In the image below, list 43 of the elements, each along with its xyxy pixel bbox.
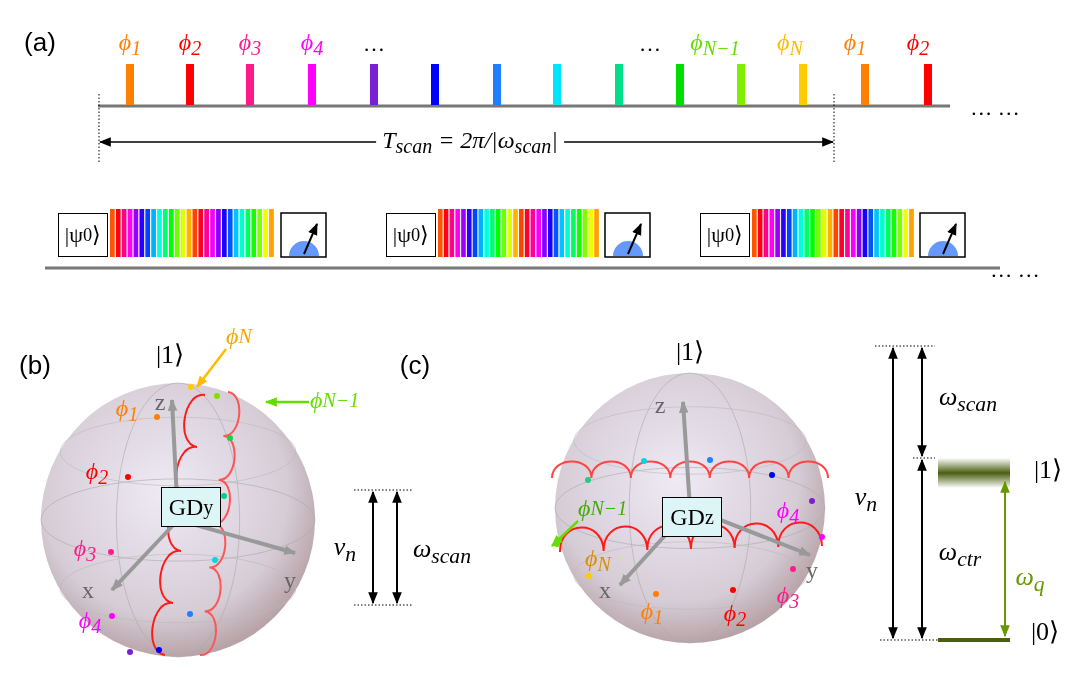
frequency-label: ν$_{n}$ [333,534,357,566]
ellipsis: … [363,33,385,55]
phase-label: ϕ$_{N}$ [585,545,611,575]
phase-label: ϕ$_{2}$ [85,458,109,488]
panel-label: (a) [24,29,56,55]
axis-label: x [82,578,94,602]
panel-label: (b) [19,352,51,378]
phase-label: ϕ$_{4}$ [78,607,102,637]
phase-label: ϕ$_{3}$ [73,535,97,565]
frequency-label: ω$_{scan}$ [412,536,472,568]
phase-label: ϕ$_{2}$ [906,29,930,59]
leader-line [551,520,579,547]
phase-label: ϕ$_{1}$ [115,395,139,425]
phase-label: ϕ$_{2}$ [178,29,202,59]
phase-label: ϕ$_{4}$ [300,29,324,59]
frequency-label: ω$_{scan}$ [938,384,998,416]
leader-line [264,397,309,407]
ellipsis: … [639,33,661,55]
phase-label: ϕ$_{N}$ [777,29,803,59]
axis-label: z [154,390,166,414]
phase-label: ϕ$_{3}$ [238,29,262,59]
axis-label: y [284,568,296,592]
axis-label: y [806,558,818,582]
phase-label: ϕ$_{3}$ [776,582,800,612]
phase-label: ϕ$_{N−1}$ [690,29,740,59]
phase-label: ϕ$_{2}$ [723,600,747,630]
frequency-label: ω$_{ctr}$ [938,539,982,571]
leader-line [196,348,227,388]
state-label: |1⟩ [1033,457,1063,483]
state-label: |0⟩ [1030,619,1060,645]
axis-label: x [599,578,611,602]
phase-label: ϕ$_{1}$ [843,29,867,59]
ellipsis: … … [970,97,1020,119]
frequency-label: ν$_{n}$ [854,484,878,516]
state-label: |1⟩ [675,339,705,365]
phase-label: ϕ$_{4}$ [776,497,800,527]
phase-label: ϕ$_{1}$ [118,29,142,59]
axis-label: z [654,393,666,417]
state-label: |1⟩ [155,342,185,368]
ellipsis: … … [990,259,1040,281]
panel-label: (c) [399,352,431,378]
phase-label: ϕ$_{1}$ [640,598,664,628]
frequency-label: ω$_{q}$ [1015,564,1045,596]
